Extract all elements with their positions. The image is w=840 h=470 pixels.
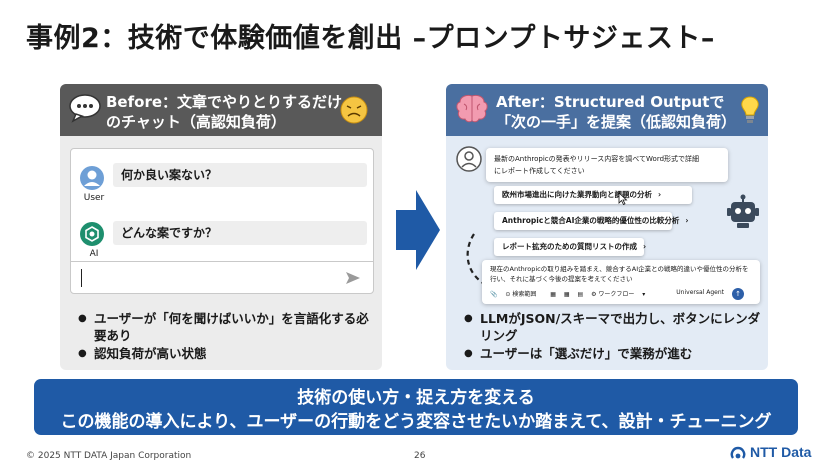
before-bullet-2: 認知負荷が高い状態 [78, 345, 378, 362]
word-icon[interactable]: ▦ [550, 291, 556, 298]
suggestion-label-3: レポート拡充のための質問リストの作成 [502, 242, 637, 251]
prompt-line-1: 最新のAnthropicの発表やリリース内容を調べてWord形式で詳細 [494, 155, 700, 163]
after-bullets: LLMがJSON/スキーマで出力し、ボタンにレンダリング ユーザーは「選ぶだけ」… [464, 310, 764, 363]
before-header-line1: Before：文章でやりとりするだけ [106, 93, 343, 111]
chevron-right-icon: › [658, 190, 662, 199]
attach-icon[interactable]: 📎 [490, 291, 498, 298]
search-scope-tool[interactable]: ⊙ 検索範囲 [505, 291, 537, 298]
suggestion-button-1[interactable]: 欧州市場進出に向けた業界動向と課題の分析 › [494, 186, 692, 204]
suggestion-label-2: Anthropicと競合AI企業の戦略的優位性の比較分析 [502, 216, 680, 225]
banner-line-1: 技術の使い方・捉え方を変える [297, 388, 535, 408]
user-message: 何か良い案ない？ [113, 163, 367, 187]
user-avatar-icon [80, 166, 104, 190]
brain-icon [456, 94, 488, 123]
user-label: User [83, 193, 105, 203]
file-icon[interactable]: ▤ [577, 291, 584, 298]
chevron-right-icon: › [643, 242, 647, 251]
page-number: 26 [414, 451, 426, 461]
lightbulb-icon [741, 96, 759, 123]
logo-wordmark: NTT Data [750, 444, 812, 460]
before-bullets: ユーザーが「何を聞けばいいか」を言語化する必要あり 認知負荷が高い状態 [78, 310, 378, 363]
agent-selector[interactable]: Universal Agent [676, 289, 724, 296]
suggestion-list: 欧州市場進出に向けた業界動向と課題の分析 › Anthropicと競合AI企業の戦… [494, 186, 692, 258]
after-bullet-2: ユーザーは「選ぶだけ」で業務が進む [464, 345, 764, 362]
ntt-logo-mark-icon [730, 446, 746, 459]
composer-toolbar: 📎 ⊙ 検索範囲 ▦ ▦ ▤ ⚙ ワークフロー ▾ Universal Agen… [490, 288, 752, 301]
chevron-right-icon: › [685, 216, 689, 225]
ntt-data-logo: NTT Data [730, 444, 820, 464]
excel-icon[interactable]: ▦ [563, 291, 570, 298]
after-header-line2: 「次の一手」を提案（低認知負荷） [496, 113, 737, 131]
ai-label: AI [89, 249, 99, 259]
send-icon[interactable] [345, 270, 361, 286]
suggestion-button-2[interactable]: Anthropicと競合AI企業の戦略的優位性の比較分析 › [494, 212, 689, 230]
composer-box[interactable]: 現在のAnthropicの取り組みを踏まえ、競合するAI企業との戦略的違いや優位… [482, 260, 760, 304]
before-panel: Before：文章でやりとりするだけ のチャット（高認知負荷） User 何か良… [60, 84, 382, 370]
before-header-line2: のチャット（高認知負荷） [106, 113, 286, 131]
after-header-line1: After：Structured Outputで [496, 93, 725, 111]
before-bullet-1: ユーザーが「何を聞けばいいか」を言語化する必要あり [78, 310, 378, 344]
prompt-card: 最新のAnthropicの発表やリリース内容を調べてWord形式で詳細 にレポー… [486, 148, 728, 182]
summary-banner: 技術の使い方・捉え方を変える この機能の導入により、ユーザーの行動をどう変容させ… [34, 379, 798, 435]
before-header: Before：文章でやりとりするだけ のチャット（高認知負荷） [60, 84, 382, 136]
slide-title: 事例2：技術で体験価値を創出 –プロンプトサジェスト– [26, 23, 715, 54]
ai-message: どんな案ですか？ [113, 221, 367, 245]
prompt-line-2: にレポート作成してください [494, 167, 585, 175]
submit-arrow-icon[interactable]: ↑ [732, 288, 744, 300]
chat-input[interactable] [71, 261, 373, 293]
stressed-face-icon [340, 96, 368, 124]
chat-window: User 何か良い案ない？ AI どんな案ですか？ [70, 148, 374, 294]
speech-bubble-icon [69, 94, 101, 123]
mouse-pointer-icon [618, 193, 628, 205]
copyright: © 2025 NTT DATA Japan Corporation [26, 451, 192, 461]
text-caret [81, 269, 82, 287]
banner-line-2: この機能の導入により、ユーザーの行動をどう変容させたいか踏まえて、設計・チューニ… [60, 412, 772, 432]
suggestion-label-1: 欧州市場進出に向けた業界動向と課題の分析 [502, 190, 652, 199]
composer-text: 現在のAnthropicの取り組みを踏まえ、競合するAI企業との戦略的違いや優位… [490, 265, 749, 283]
suggestion-button-3[interactable]: レポート拡充のための質問リストの作成 › [494, 238, 647, 256]
after-panel: After：Structured Outputで 「次の一手」を提案（低認知負荷… [446, 84, 768, 370]
workflow-tool[interactable]: ⚙ ワークフロー ▾ [591, 291, 646, 298]
right-arrow-icon [396, 190, 440, 270]
robot-icon [727, 194, 759, 228]
user-avatar-icon [456, 146, 482, 172]
ai-logo-icon [80, 222, 104, 246]
after-bullet-1: LLMがJSON/スキーマで出力し、ボタンにレンダリング [464, 310, 764, 344]
after-header: After：Structured Outputで 「次の一手」を提案（低認知負荷… [446, 84, 768, 136]
suggest-ui: 最新のAnthropicの発表やリリース内容を調べてWord形式で詳細 にレポー… [446, 136, 768, 306]
